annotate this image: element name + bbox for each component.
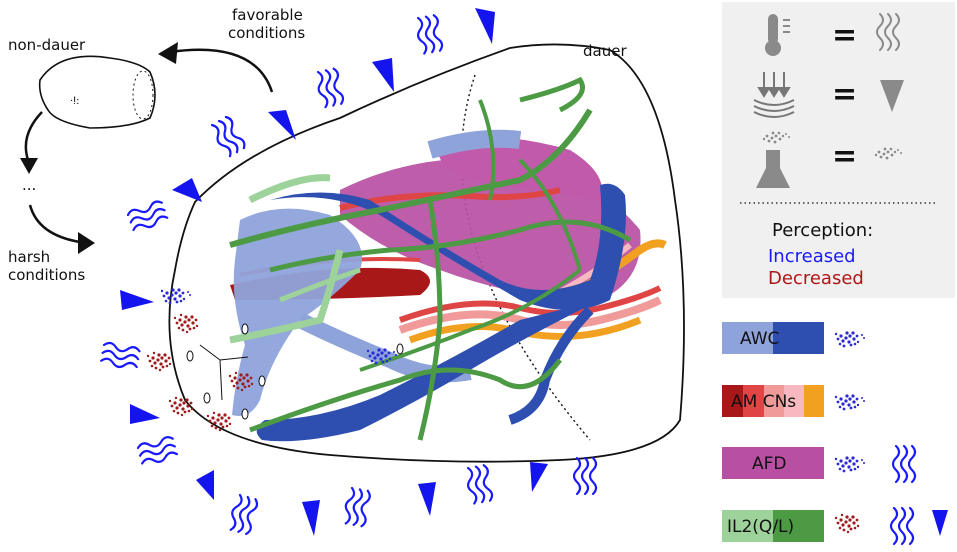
neuron-key-il2: IL2(Q/L) xyxy=(722,506,948,546)
thermometer-icon xyxy=(765,14,790,56)
mechanical-triangle-icon xyxy=(880,80,904,112)
favorable-arrowhead-icon xyxy=(158,42,178,64)
il2-neurons xyxy=(229,76,632,441)
il2-key-label: IL2(Q/L) xyxy=(727,517,794,537)
non-dauer-down-arrow xyxy=(24,111,43,161)
harsh-arrowhead-icon xyxy=(78,232,95,254)
neuron-key-awc: AWC xyxy=(722,322,865,354)
equals-sign-mechanical: = xyxy=(832,77,857,112)
favorable-conditions-label-line1: favorable xyxy=(232,6,303,24)
harsh-conditions-label-line1: harsh xyxy=(8,248,50,266)
svg-text:·ⵑ:: ·ⵑ: xyxy=(70,96,80,107)
mechanical-pressure-icon xyxy=(753,72,795,118)
harsh-arrow xyxy=(28,204,81,244)
favorable-conditions-label-line2: conditions xyxy=(228,24,305,42)
nose-odor-clusters xyxy=(146,288,266,432)
ellipsis-label: ... xyxy=(22,176,36,194)
mechanical-stimulus-triangles xyxy=(120,8,548,536)
am-cns-key-label: AM CNs xyxy=(731,392,796,412)
awc-key-label: AWC xyxy=(740,329,779,349)
decreased-label: Decreased xyxy=(768,268,864,289)
awc-swatch-light xyxy=(722,322,773,354)
down-arrowhead-icon xyxy=(20,158,38,174)
afd-key-label: AFD xyxy=(752,454,787,474)
harsh-conditions-label-line2: conditions xyxy=(8,266,85,284)
neuron-key-am-cns: AM CNs xyxy=(722,385,865,417)
non-dauer-label: non-dauer xyxy=(8,36,86,54)
dauer-label: dauer xyxy=(583,42,627,60)
equals-sign-temperature: = xyxy=(832,18,857,53)
equals-sign-chemical: = xyxy=(832,139,857,174)
perception-title: Perception: xyxy=(772,220,873,241)
chemical-flask-icon xyxy=(756,131,790,188)
neuron-key-afd: AFD xyxy=(722,444,917,484)
increased-label: Increased xyxy=(768,246,856,267)
inner-odor-cluster xyxy=(366,343,404,365)
legend-box xyxy=(722,2,955,298)
non-dauer-worm-head-icon: ·ⵑ: xyxy=(38,55,156,129)
favorable-arrow xyxy=(169,48,274,93)
temperature-waves-icon xyxy=(876,13,900,51)
awc-swatch-dark xyxy=(773,322,824,354)
